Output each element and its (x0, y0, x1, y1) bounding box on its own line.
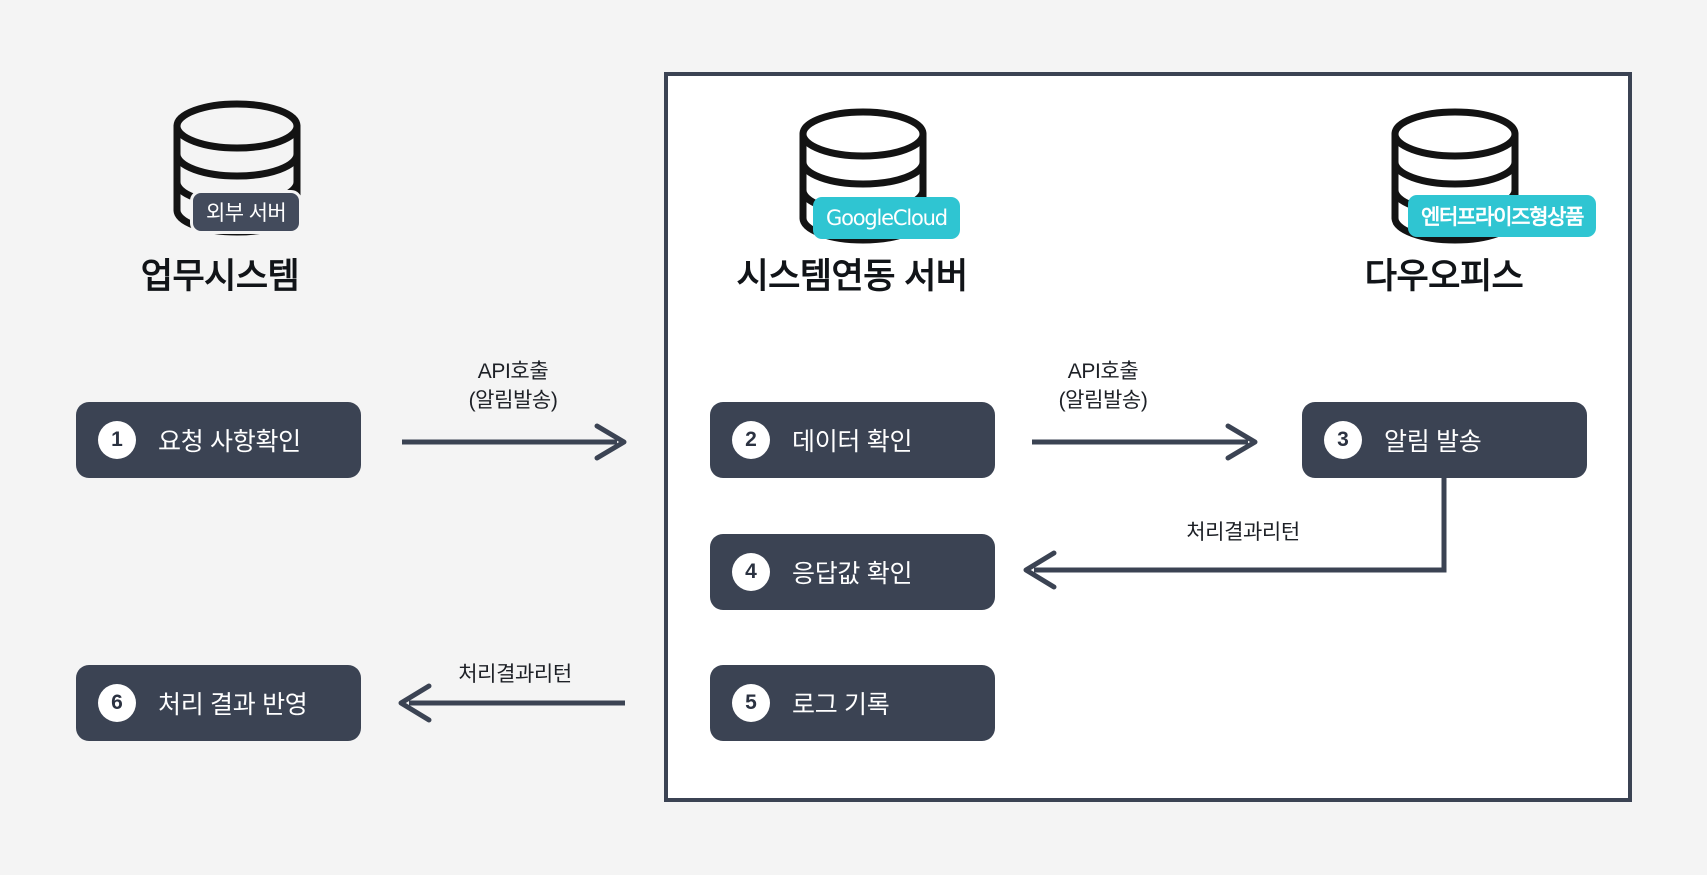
badge-external-server-label: 외부 서버 (206, 202, 287, 225)
step-box-3[interactable]: 3 알림 발송 (1302, 402, 1587, 478)
step-number-badge: 5 (732, 684, 770, 722)
step-box-1[interactable]: 1 요청 사항확인 (76, 402, 361, 478)
step-label: 응답값 확인 (792, 560, 913, 588)
step-number-badge: 2 (732, 421, 770, 459)
step-number-badge: 1 (98, 421, 136, 459)
step-label: 알림 발송 (1384, 428, 1482, 456)
arrow-label-line-1: API호출 (1067, 360, 1139, 383)
step-box-2[interactable]: 2 데이터 확인 (710, 402, 995, 478)
step-number-badge: 3 (1324, 421, 1362, 459)
arrow-label-api-call-left: API호출 (알림발송) (469, 358, 558, 416)
column-title-integration-server: 시스템연동 서버 (736, 257, 968, 296)
step-box-5[interactable]: 5 로그 기록 (710, 665, 995, 741)
badge-external-server: 외부 서버 (190, 190, 303, 234)
column-title-daouoffice: 다우오피스 (1364, 257, 1524, 296)
badge-enterprise-product: 엔터프라이즈형상품 (1408, 195, 1597, 237)
arrow-label-line-2: (알림발송) (1058, 388, 1148, 412)
badge-enterprise-product-label: 엔터프라이즈형상품 (1421, 206, 1584, 229)
step-label: 요청 사항확인 (158, 428, 301, 456)
step-number-badge: 6 (98, 684, 136, 722)
arrow-label-line-1: API호출 (477, 360, 549, 383)
arrow-label-line-2: (알림발송) (468, 388, 558, 412)
badge-google-cloud-label: GoogleCloud (826, 206, 948, 230)
step-label: 데이터 확인 (792, 428, 913, 456)
arrow-request-to-integration (402, 423, 627, 461)
step-box-4[interactable]: 4 응답값 확인 (710, 534, 995, 610)
column-title-business-system: 업무시스템 (140, 257, 300, 296)
arrow-label-result-return-right: 처리결과리턴 (1186, 521, 1300, 544)
arrow-result-return-to-business (398, 683, 625, 723)
step-number-badge: 4 (732, 553, 770, 591)
step-label: 처리 결과 반영 (158, 691, 308, 719)
step-box-6[interactable]: 6 처리 결과 반영 (76, 665, 361, 741)
arrow-label-result-return-left: 처리결과리턴 (458, 663, 572, 686)
badge-google-cloud: GoogleCloud (813, 197, 960, 239)
step-label: 로그 기록 (792, 691, 890, 719)
arrow-label-api-call-right: API호출 (알림발송) (1059, 358, 1148, 416)
